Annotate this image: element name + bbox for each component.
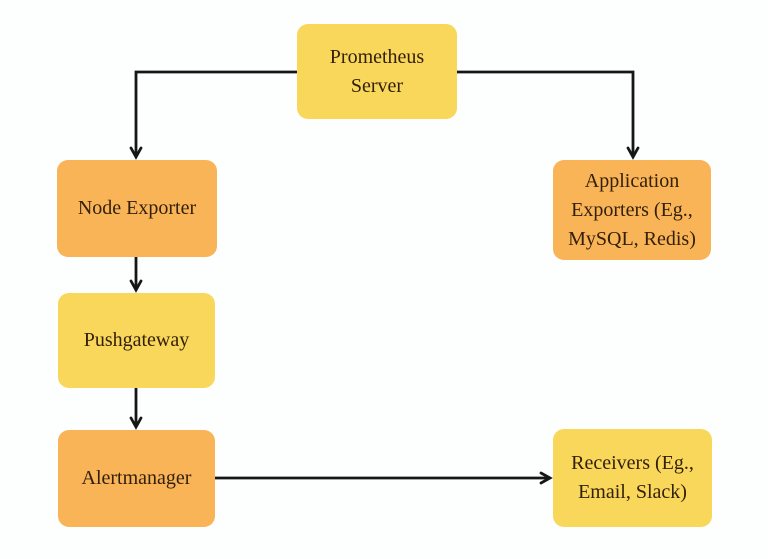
node-label-line: Application bbox=[584, 169, 680, 192]
node-label-line: Pushgateway bbox=[83, 329, 190, 351]
node-label-line: Receivers (Eg., bbox=[571, 452, 694, 474]
edge-prometheus-server-to-node-exporter bbox=[129, 70, 297, 160]
node-label-line: MySQL, Redis) bbox=[568, 227, 696, 250]
node-application-exporters: Application Exporters (Eg., MySQL, Redis… bbox=[553, 160, 711, 260]
node-alertmanager: Alertmanager bbox=[58, 430, 215, 527]
node-label-line: Exporters (Eg., bbox=[571, 198, 693, 221]
node-receivers: Receivers (Eg., Email, Slack) bbox=[553, 429, 712, 527]
node-label-line: Email, Slack) bbox=[578, 481, 687, 503]
node-prometheus-server: Prometheus Server bbox=[297, 24, 457, 119]
node-label-line: Server bbox=[350, 74, 404, 97]
node-label-line: Prometheus bbox=[329, 45, 425, 68]
node-label-line: Node Exporter bbox=[77, 197, 197, 219]
node-node-exporter: Node Exporter bbox=[57, 160, 217, 257]
node-pushgateway: Pushgateway bbox=[58, 293, 215, 388]
edge-prometheus-server-to-application-exporters bbox=[457, 70, 640, 160]
node-label-line: Alertmanager bbox=[81, 467, 192, 489]
